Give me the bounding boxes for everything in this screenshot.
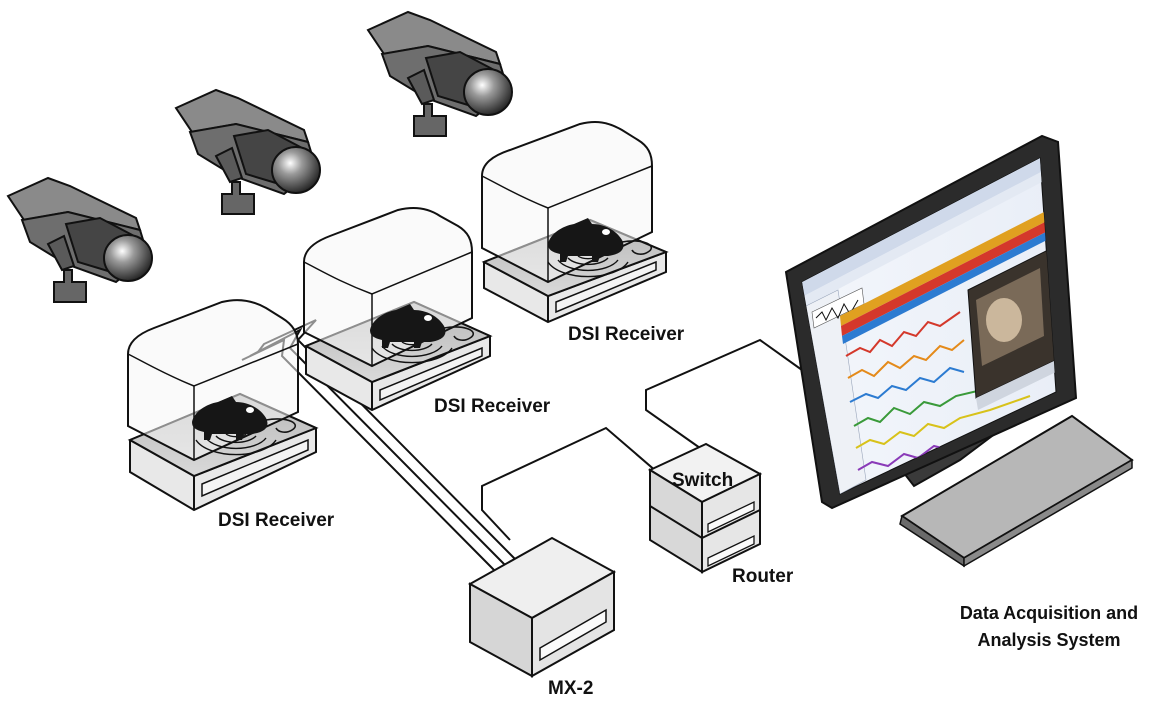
camera-icon	[367, 11, 513, 137]
dsi-receiver-label-1: DSI Receiver	[218, 510, 335, 531]
das-label-line2: Analysis System	[977, 630, 1121, 650]
mx2-box-icon	[467, 536, 617, 678]
camera-icon	[7, 177, 153, 303]
das-label: Data Acquisition and Analysis System	[944, 600, 1154, 654]
das-label-line1: Data Acquisition and	[959, 603, 1139, 623]
switch-router-icon	[647, 442, 763, 574]
router-label: Router	[732, 566, 794, 587]
dsi-receiver-3	[481, 121, 669, 324]
switch-label: Switch	[672, 470, 734, 491]
monitor-icon	[784, 134, 1078, 510]
dsi-receiver-1	[127, 299, 319, 512]
camera-icon	[175, 89, 321, 215]
keyboard-icon	[899, 414, 1134, 568]
mx2-label: MX-2	[548, 678, 594, 699]
dsi-receiver-label-2: DSI Receiver	[434, 396, 551, 417]
dsi-receiver-label-3: DSI Receiver	[568, 324, 685, 345]
dsi-receiver-2	[303, 207, 493, 412]
